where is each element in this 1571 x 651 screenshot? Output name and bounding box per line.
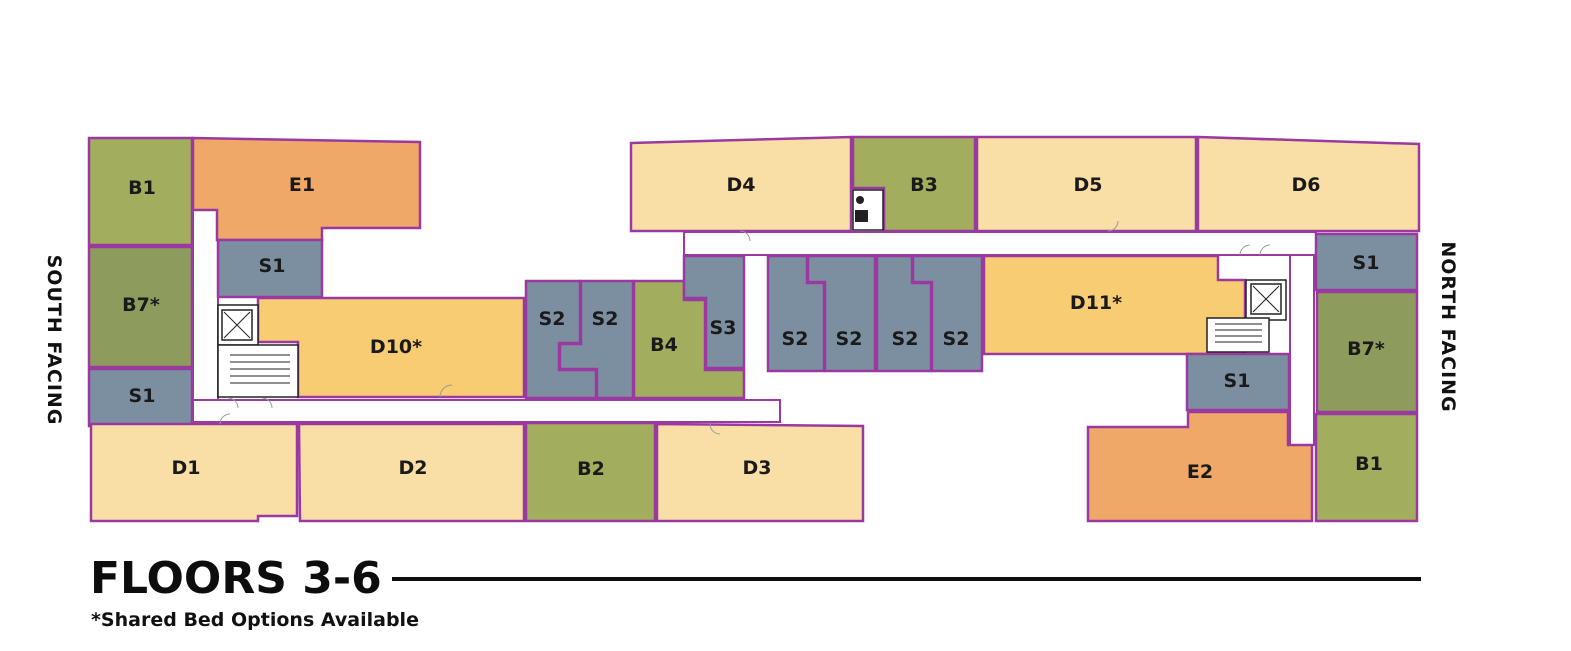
room-label: B1 [128,177,156,199]
room-label: D3 [743,457,772,479]
room-label: S2 [539,308,566,330]
room-s2-f[interactable]: S2 [911,254,984,373]
room-label: D2 [399,457,428,479]
room-b1-north[interactable]: B1 [1314,412,1419,523]
room-label: E2 [1187,461,1213,483]
room-label: S1 [1224,370,1251,392]
room-s1-a[interactable]: S1 [216,238,324,299]
room-d6[interactable]: D6 [1196,135,1421,233]
room-label: D10* [370,336,422,358]
stair-elevator-east [1206,279,1287,353]
door-swings [219,220,1271,435]
room-b2[interactable]: B2 [524,421,657,523]
room-label: S2 [592,308,619,330]
room-b7-south[interactable]: B7* [87,245,194,369]
room-d4[interactable]: D4 [629,135,853,233]
room-label: B7* [1347,338,1385,360]
room-label: S2 [943,328,970,350]
stair-elevator-west [217,304,299,398]
room-d5[interactable]: D5 [975,135,1198,233]
room-label: S3 [710,317,737,339]
room-b7-north[interactable]: B7* [1315,290,1419,414]
room-e1[interactable]: E1 [191,136,422,242]
north-facing-label: NORTH FACING [1437,241,1459,412]
room-label: B3 [910,174,938,196]
room-d1[interactable]: D1 [89,422,299,523]
shared-bed-footnote: *Shared Bed Options Available [91,609,419,631]
room-label: D5 [1074,174,1103,196]
east-corridor [1289,254,1315,446]
room-label: B1 [1355,453,1383,475]
room-s1-b[interactable]: S1 [87,367,194,428]
central-corridor [683,231,1317,256]
room-label: D1 [172,457,201,479]
room-e2[interactable]: E2 [1086,410,1314,523]
room-s1-c[interactable]: S1 [1314,232,1419,292]
room-label: B7* [122,294,160,316]
west-corridor [192,209,219,401]
room-b1-south[interactable]: B1 [87,136,194,247]
room-label: S1 [259,255,286,277]
room-label: S1 [1353,252,1380,274]
room-s3[interactable]: S3 [682,254,746,370]
room-label: D6 [1292,174,1321,196]
room-label: S2 [836,328,863,350]
room-s1-d[interactable]: S1 [1185,352,1291,412]
room-label: S2 [892,328,919,350]
room-d3[interactable]: D3 [655,422,865,523]
room-d2[interactable]: D2 [297,422,526,523]
room-label: S1 [129,385,156,407]
room-b3[interactable]: B3 [851,135,977,233]
room-label: B4 [650,334,678,356]
restroom-fixture [852,189,884,231]
room-d11[interactable]: D11* [982,254,1247,356]
title-rule [392,577,1421,581]
room-label: B2 [577,458,605,480]
south-facing-label: SOUTH FACING [43,255,65,426]
south-corridor [192,399,781,423]
room-label: D11* [1070,292,1122,314]
room-label: D4 [727,174,756,196]
room-label: S2 [782,328,809,350]
room-s2-d[interactable]: S2 [806,254,877,373]
floor-title: FLOORS 3-6 [90,553,382,604]
room-label: E1 [289,174,315,196]
